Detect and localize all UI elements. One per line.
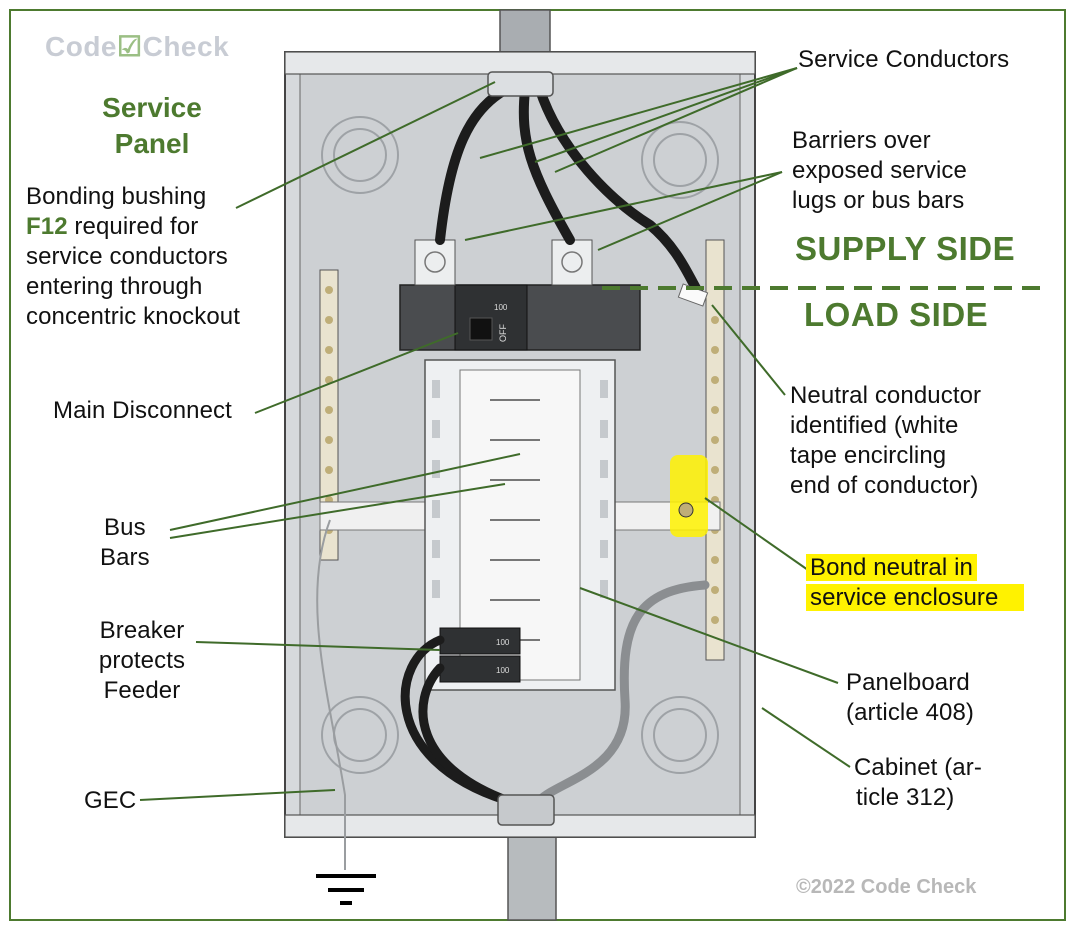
panelboard-line-2: (article 408) — [846, 699, 975, 726]
bonding-line-4: entering through — [26, 273, 203, 300]
bus-bars-line-2: Bars — [100, 544, 150, 571]
cabinet-line-1: Cabinet (ar- — [854, 754, 982, 781]
bonding-bushing — [487, 71, 554, 97]
feeder-wires — [400, 580, 710, 810]
label-service-conductors: Service Conductors — [798, 46, 1010, 73]
lug-cover-right — [551, 239, 593, 286]
title-line-1: Service — [102, 92, 202, 123]
bonding-line-3: service conductors — [26, 243, 228, 270]
bond-neutral-highlight-2: service enclosure — [806, 584, 1025, 611]
bottom-conduit — [507, 834, 557, 921]
label-main-disconnect: Main Disconnect — [53, 397, 232, 424]
knockouts — [321, 116, 719, 774]
feeder-breaker-rating-upper: 100 — [496, 638, 510, 647]
neutral-line-4: end of conductor) — [790, 472, 979, 499]
bonding-line-2: F12 required for — [26, 212, 286, 242]
main-breaker-rating-mark: 100 — [494, 303, 508, 312]
barriers-line-1: Barriers over — [792, 127, 931, 154]
bond-neutral-highlight-1: Bond neutral in — [806, 554, 977, 581]
label-breaker-feeder: Breaker protects Feeder — [90, 616, 194, 706]
label-bonding-bushing: Bonding bushing F12 required for service… — [26, 182, 286, 332]
neutral-line-2: identified (white — [790, 412, 959, 439]
cabinet-top-lip — [284, 51, 756, 75]
neutral-line-1: Neutral conductor — [790, 382, 982, 409]
neutral-bar-screws — [325, 286, 719, 624]
brand-logo: Code☑Check — [45, 30, 229, 63]
breaker-line-3: Feeder — [103, 677, 181, 704]
label-barriers: Barriers over exposed service lugs or bu… — [792, 126, 967, 216]
bonding-line-2-rest: required for — [67, 213, 199, 240]
feeder-breaker-upper — [439, 627, 521, 655]
barriers-line-2: exposed service — [792, 157, 967, 184]
load-side-label: LOAD SIDE — [804, 296, 989, 333]
checkmark-icon: ☑ — [117, 31, 143, 62]
cabinet-line-2: ticle 312) — [856, 784, 955, 811]
leader-lines — [139, 67, 851, 801]
barriers-line-3: lugs or bus bars — [792, 187, 965, 214]
ul-mark-right — [561, 251, 583, 273]
bond-neutral-line-2: service enclosure — [806, 583, 1025, 613]
bonding-code-ref: F12 — [26, 213, 68, 240]
lug-cover-left — [414, 239, 456, 286]
neutral-bar-right — [705, 239, 725, 661]
panelboard-line-1: Panelboard — [846, 669, 970, 696]
label-bus-bars: Bus Bars — [100, 513, 150, 573]
bus-bars-line-1: Bus — [104, 514, 146, 541]
label-neutral-conductor: Neutral conductor identified (white tape… — [790, 381, 981, 501]
label-panelboard: Panelboard (article 408) — [846, 668, 974, 728]
neutral-bar-left — [319, 269, 339, 561]
bonding-line-5: concentric knockout — [26, 303, 241, 330]
label-cabinet: Cabinet (ar- ticle 312) — [854, 753, 982, 813]
bonding-line-1: Bonding bushing — [26, 183, 207, 210]
breaker-line-1: Breaker — [99, 617, 185, 644]
logo-word-right: Check — [142, 31, 230, 62]
label-bond-neutral: Bond neutral in service enclosure — [806, 553, 1025, 613]
bond-neutral-line-1: Bond neutral in — [806, 553, 1024, 583]
bus-fingers — [490, 399, 540, 641]
breaker-line-2: protects — [98, 647, 186, 674]
main-breaker-handle — [469, 317, 493, 341]
neutral-line-3: tape encircling — [790, 442, 947, 469]
bottom-connector — [497, 794, 555, 826]
gec-wire — [316, 519, 346, 870]
ground-symbol-icon — [316, 874, 376, 905]
main-breaker-off-mark: OFF — [498, 324, 508, 342]
panelboard-slots — [432, 380, 608, 598]
title-line-2: Panel — [114, 128, 190, 159]
label-gec: GEC — [84, 787, 137, 814]
ul-mark-left — [424, 251, 446, 273]
supply-side-label: SUPPLY SIDE — [795, 230, 1016, 267]
diagram-title: Service Panel — [72, 90, 232, 162]
copyright-notice: ©2022 Code Check — [796, 876, 977, 898]
feeder-breaker-rating-lower: 100 — [496, 666, 510, 675]
feeder-breaker-lower — [439, 655, 521, 683]
bond-screw — [678, 502, 694, 518]
bond-screw-highlight — [670, 455, 708, 537]
logo-word-left: Code — [45, 31, 117, 62]
